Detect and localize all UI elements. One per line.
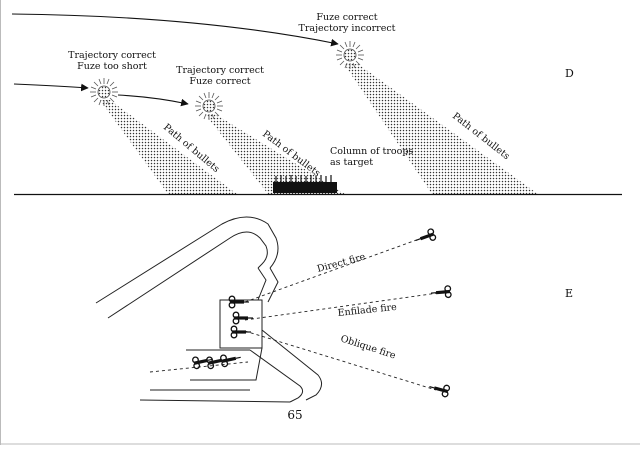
panel-e-letter: E	[565, 287, 573, 300]
trajectory-high-arrow	[11, 13, 339, 47]
trajectory-mid-arrow	[117, 94, 189, 107]
bullet-cone-incorrect	[344, 64, 538, 194]
page-number: 65	[287, 408, 302, 422]
burst-2-label-line1: Trajectory correct	[176, 65, 264, 76]
fortification-outline	[95, 216, 322, 403]
panel-d: D Trajectory correct	[11, 12, 622, 196]
panel-d-letter: D	[565, 67, 574, 80]
burst-2-label-line2: Fuze correct	[189, 76, 250, 87]
oblique-fire-label: Oblique fire	[339, 333, 397, 361]
enemy-gun-icon	[427, 380, 451, 399]
target-label-line1: Column of troops	[330, 146, 413, 157]
shell-burst-icon	[194, 91, 224, 121]
trajectory-low-arrow	[13, 83, 89, 92]
bullet-cone-short	[100, 100, 237, 194]
enfilade-fire-label: Enfilade fire	[337, 302, 398, 319]
panel-e: E	[95, 216, 573, 403]
burst-1-label-line2: Fuze too short	[77, 61, 147, 72]
gun-icon	[230, 325, 252, 339]
enemy-gun-icon	[429, 284, 452, 300]
shell-burst-icon	[89, 77, 119, 107]
burst-3-label-line1: Fuze correct	[316, 12, 377, 23]
burst-3-label-line2: Trajectory incorrect	[299, 23, 396, 34]
bullet-cone-correct	[205, 114, 345, 194]
target-label-line2: as target	[330, 157, 373, 168]
enemy-gun-icon	[413, 227, 438, 247]
shell-burst-icon	[335, 40, 365, 70]
gun-icon	[232, 311, 254, 325]
burst-1-label-line1: Trajectory correct	[68, 50, 156, 61]
gun-icon	[228, 295, 250, 309]
direct-fire-label: Direct fire	[316, 251, 367, 275]
fire-lines	[149, 237, 439, 391]
troop-column-icon	[273, 175, 337, 193]
